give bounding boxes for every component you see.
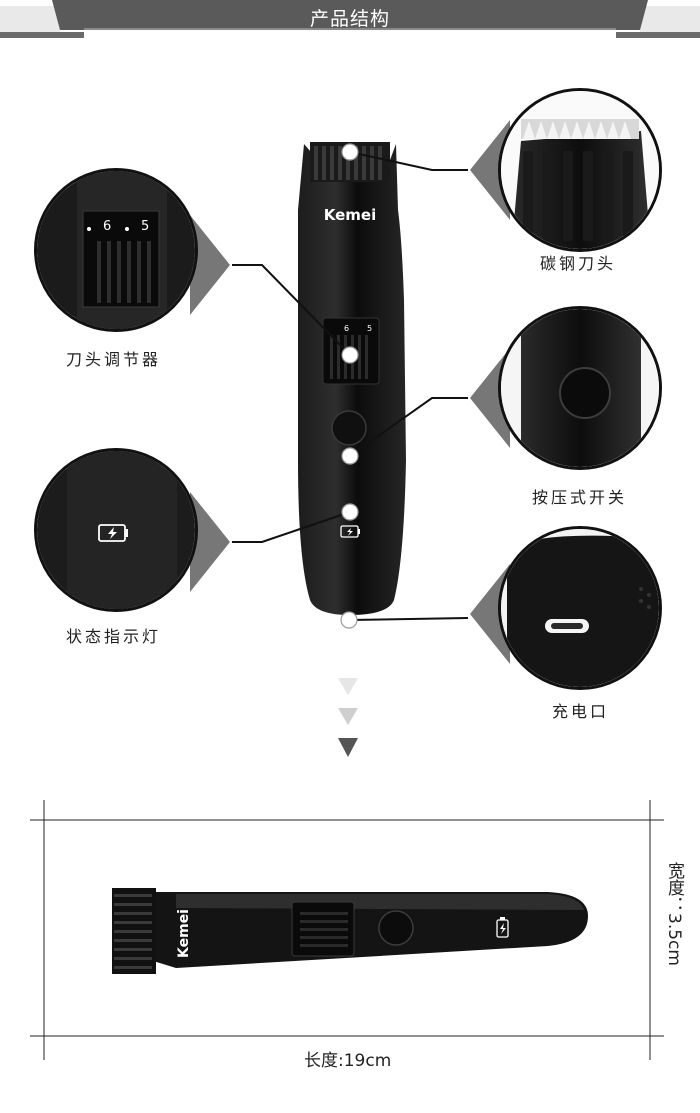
trimmer-front-view: Kemei 6 5 (298, 142, 406, 615)
label-indicator: 状态指示灯 (66, 627, 162, 646)
width-label: 宽度：3.5cm (664, 862, 684, 966)
length-label: 长度:19cm (304, 1051, 392, 1071)
callout-lines (232, 151, 469, 621)
label-blade: 碳钢刀头 (540, 254, 617, 273)
down-arrow-icon (338, 678, 358, 757)
power-button (331, 410, 367, 446)
label-adjuster: 刀头调节器 (66, 350, 162, 369)
brand-logo-side: Kemei (176, 909, 192, 958)
zoom-adjuster-mark-5: 5 (141, 219, 150, 234)
banner-band (52, 0, 648, 30)
battery-charging-icon (340, 525, 360, 538)
battery-charging-icon (98, 524, 128, 542)
zoom-indicator (34, 448, 198, 612)
product-structure-diagram: Kemei 6 5 (190, 120, 510, 757)
dimension-diagram: Kemei (30, 800, 664, 1060)
zoom-blade (498, 88, 662, 252)
label-switch: 按压式开关 (532, 488, 628, 507)
zoom-adjuster: 6 5 (34, 168, 198, 332)
trimmer-side-view: Kemei (112, 888, 588, 974)
zoom-switch (498, 306, 662, 470)
dimension-lines (30, 800, 664, 1060)
label-port: 充电口 (552, 702, 610, 721)
battery-charging-icon (496, 917, 509, 938)
banner-stripes (0, 6, 700, 38)
header-banner: 产品结构 (0, 0, 700, 40)
zoom-adjuster-mark-6: 6 (103, 219, 112, 234)
page-title: 产品结构 (309, 8, 390, 30)
brand-logo: Kemei (324, 206, 376, 224)
adjuster-mark-5: 5 (367, 324, 372, 333)
zoom-port (498, 526, 662, 690)
anchor-dots (340, 143, 359, 629)
adjuster-mark-6: 6 (344, 324, 349, 333)
